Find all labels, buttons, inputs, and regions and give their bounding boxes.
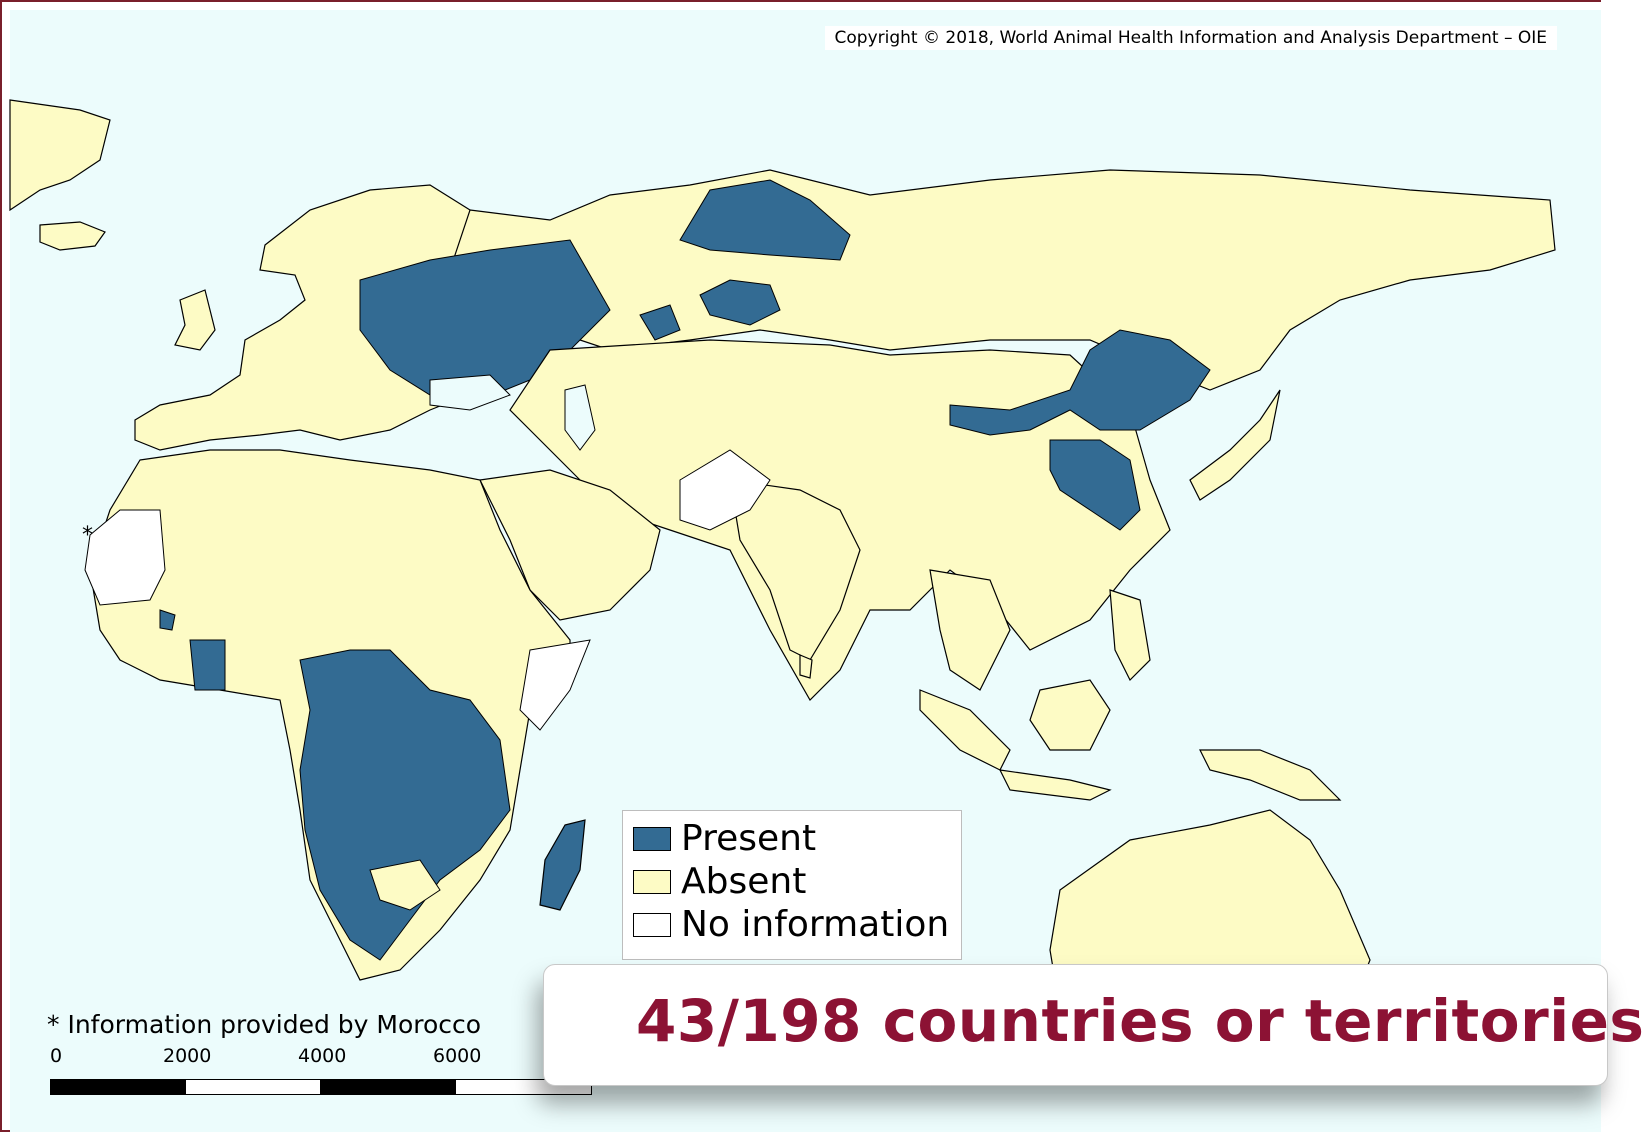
scale-segment <box>185 1079 322 1095</box>
legend-label-absent: Absent <box>681 861 807 902</box>
scale-label: 4000 <box>298 1045 347 1067</box>
scale-segment <box>320 1079 457 1095</box>
scale-label: 6000 <box>433 1045 482 1067</box>
landmass-southeast-asia <box>929 569 1011 691</box>
scale-segment <box>50 1079 187 1095</box>
region-absent-southern-africa-interior <box>369 859 441 911</box>
summary-text: 43/198 countries or territories <box>636 987 1644 1055</box>
scale-label: 2000 <box>163 1045 212 1067</box>
summary-banner: 43/198 countries or territories <box>543 964 1644 1086</box>
landmass-new-guinea <box>1199 749 1342 801</box>
landmass-java <box>998 769 1112 801</box>
region-noinfo-pakistan <box>679 449 771 531</box>
region-present-northern-china <box>949 329 1211 436</box>
region-present-west-africa-2 <box>159 609 176 631</box>
footnote: * Information provided by Morocco <box>47 1010 482 1039</box>
landmass-sumatra <box>919 689 1011 771</box>
region-noinfo-western-sahara <box>84 509 166 606</box>
legend-item-no-information: No information <box>633 905 949 945</box>
region-noinfo-somalia <box>519 639 591 731</box>
legend-label-no-information: No information <box>681 904 950 945</box>
landmass-sri-lanka <box>799 654 813 679</box>
landmass-madagascar <box>539 819 586 911</box>
legend-item-present: Present <box>633 819 816 859</box>
legend-swatch-absent <box>633 870 671 894</box>
legend-swatch-no-information <box>633 913 671 937</box>
scale-label: 0 <box>50 1045 63 1067</box>
region-present-north-russia <box>679 179 851 261</box>
legend-swatch-present <box>633 827 671 851</box>
region-present-eastern-china <box>1049 439 1141 531</box>
landmass-india <box>729 479 861 661</box>
region-present-central-africa <box>299 649 511 961</box>
map-canvas: * <box>9 99 1556 1011</box>
landmass-britain <box>174 289 216 351</box>
sea-caspian <box>564 384 596 451</box>
landmass-arabia <box>479 469 661 621</box>
legend-label-present: Present <box>681 818 817 859</box>
landmass-philippines <box>1109 589 1151 682</box>
map-legend: Present Absent No information <box>622 810 962 960</box>
landmass-borneo <box>1029 679 1111 751</box>
landmass-greenland <box>9 99 111 212</box>
legend-item-absent: Absent <box>633 862 806 902</box>
scale-bar: 0 2000 4000 6000 <box>50 1045 610 1105</box>
copyright-notice: Copyright © 2018, World Animal Health In… <box>824 26 1557 50</box>
region-present-central-russia <box>699 279 781 326</box>
landmass-japan <box>1189 389 1281 501</box>
region-present-west-africa <box>189 639 226 691</box>
landmass-iceland <box>39 221 106 251</box>
region-present-ural <box>639 304 681 341</box>
sea-black-sea <box>429 374 511 411</box>
morocco-asterisk: * <box>82 523 93 548</box>
